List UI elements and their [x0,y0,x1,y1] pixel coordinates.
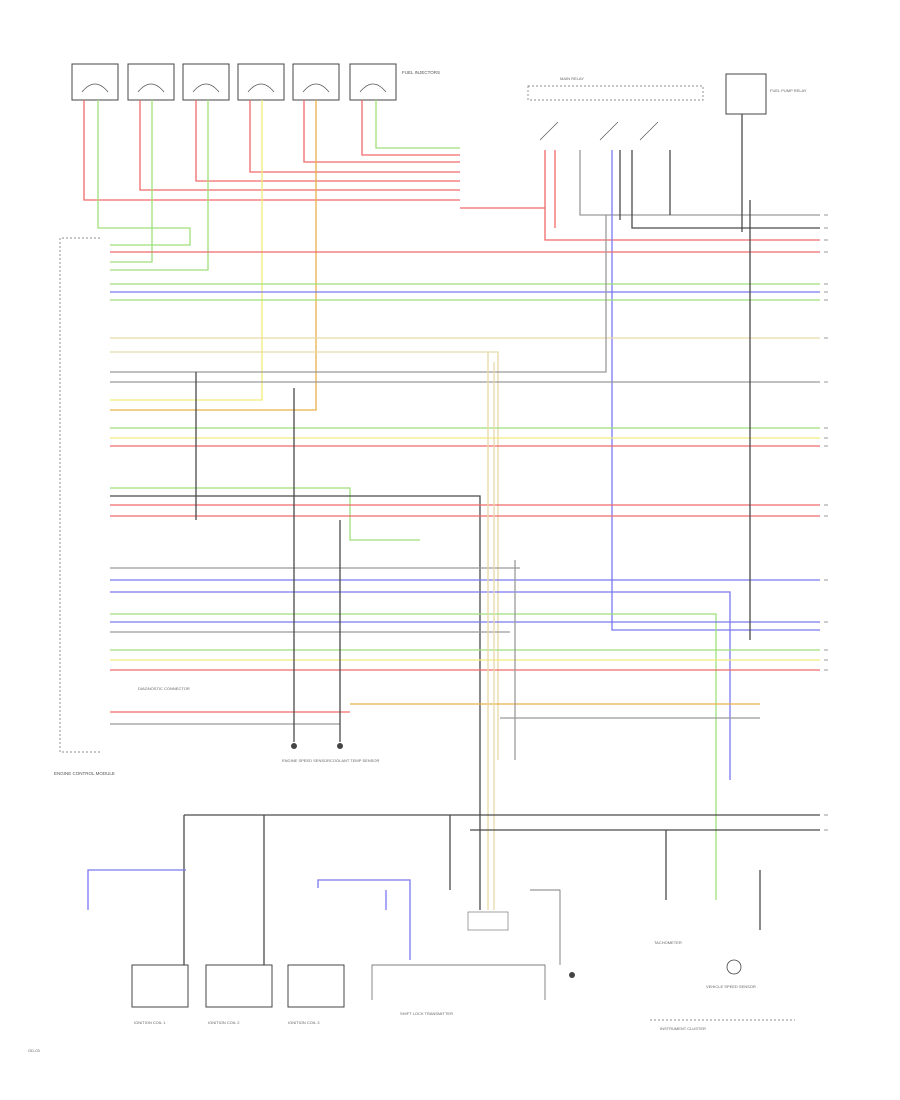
engine-speed-sensor-label: ENGINE SPEED SENSOR [282,758,330,763]
fuel-injector-group: FUEL INJECTORS [71,63,440,101]
tachometer-label: TACHOMETER [654,940,682,945]
ignition-coil-3 [287,964,345,1008]
ignition-coil-1-label: IGNITION COIL 1 [134,1020,166,1025]
fuel-injectors-label: FUEL INJECTORS [402,70,440,75]
main-relay-label: MAIN RELAY [560,76,584,81]
transmitter-label: SHIFT LOCK TRANSMITTER [400,1011,453,1016]
fuel-injector-2 [127,63,175,101]
fuel-pump-relay-label: FUEL PUMP RELAY [770,88,807,93]
coolant-temp-sensor: COOLANT TEMP SENSOR [330,743,379,763]
diag-connector-label: DIAGNOSTIC CONNECTOR [138,686,190,691]
coolant-temp-sensor-label: COOLANT TEMP SENSOR [330,758,379,763]
speed-sensor-label: VEHICLE SPEED SENSOR [706,984,756,989]
ignition-coil-1 [131,964,189,1008]
ground-bus [183,814,820,965]
instrument-cluster: TACHOMETER VEHICLE SPEED SENSOR INSTRUME… [650,870,795,1031]
ecu-label: ENGINE CONTROL MODULE [54,771,115,776]
vertical-drops [195,200,751,910]
terminal-arrows [824,214,828,831]
fuel-pump-relay: FUEL PUMP RELAY [725,73,807,232]
engine-control-module: ENGINE CONTROL MODULE [54,237,115,776]
shift-lock-transmitter: SHIFT LOCK TRANSMITTER [371,889,575,1016]
fuel-injector-5 [292,63,340,101]
ignition-coil-3-label: IGNITION COIL 3 [288,1020,320,1025]
instrument-cluster-label: INSTRUMENT CLUSTER [660,1026,706,1031]
fuel-injector-3 [182,63,230,101]
page-code: OD-03 [28,1048,41,1053]
harness-wires [110,215,820,910]
engine-speed-sensor: ENGINE SPEED SENSOR [282,743,330,763]
main-relay: MAIN RELAY [527,76,820,631]
fuel-injector-4 [237,63,285,101]
ignition-coils: IGNITION COIL 1 IGNITION COIL 2 IGNITION… [87,869,411,1025]
fuel-injector-1 [71,63,119,101]
fuel-injector-6 [349,63,397,101]
injector-wires [83,100,545,411]
speed-sensor-icon [726,959,742,975]
ignition-coil-2-label: IGNITION COIL 2 [208,1020,240,1025]
ignition-coil-2 [205,964,273,1008]
diagnostic-connector: DIAGNOSTIC CONNECTOR [138,686,190,691]
